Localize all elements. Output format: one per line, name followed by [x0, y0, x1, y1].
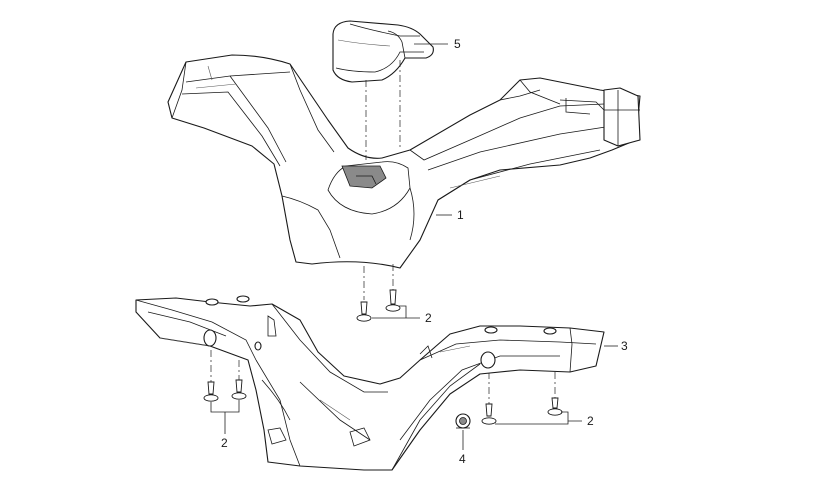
part-1-upper-cover [167, 54, 641, 269]
callout-2-upper: 2 [425, 311, 432, 325]
callout-3: 3 [621, 339, 628, 353]
part-5-cap [332, 20, 434, 83]
callout-2-left: 2 [221, 436, 228, 450]
screw-pair-right [481, 397, 563, 425]
part-4-grommet [455, 413, 471, 429]
callout-4: 4 [459, 452, 466, 466]
callout-5: 5 [454, 37, 461, 51]
callout-2-right: 2 [587, 414, 594, 428]
screw-pair-left [203, 379, 247, 402]
part-3-lower-cover [135, 295, 605, 471]
callout-1: 1 [457, 208, 464, 222]
leader-lines [210, 43, 618, 450]
screw-pair-upper [356, 289, 401, 322]
